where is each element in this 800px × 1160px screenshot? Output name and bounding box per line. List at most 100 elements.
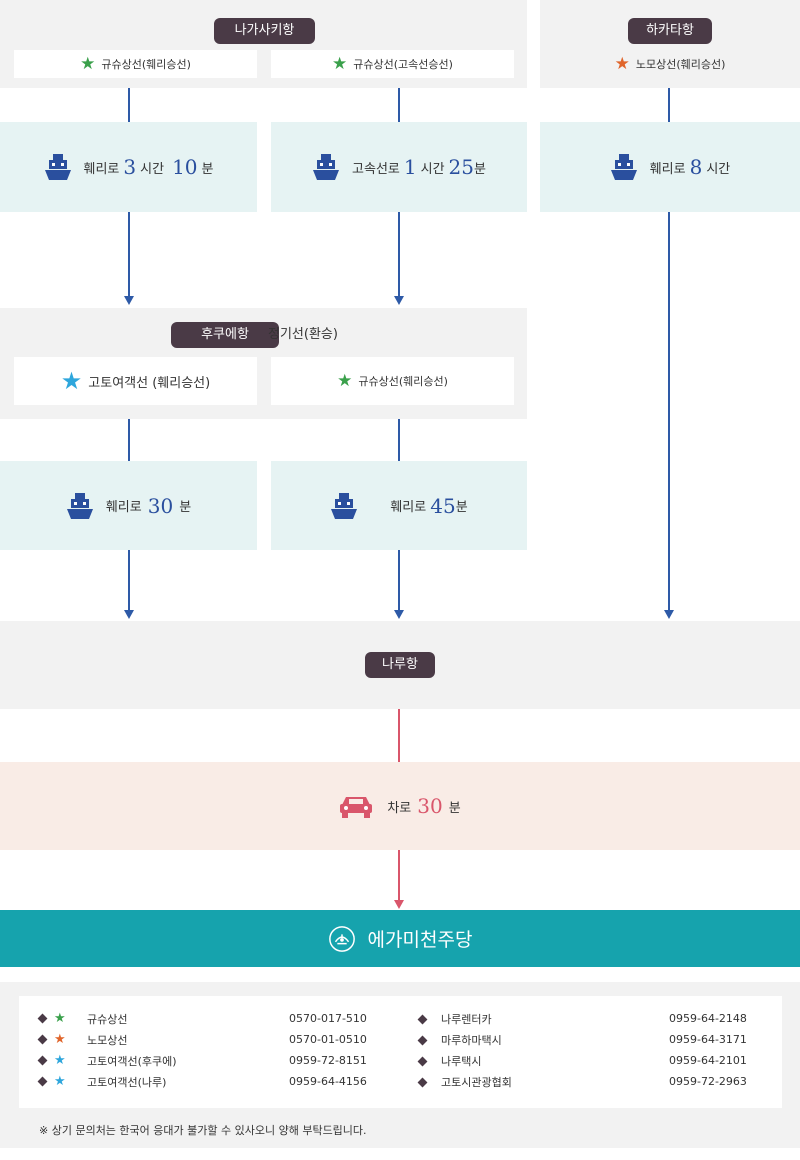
ride-minutes: 25: [448, 155, 474, 179]
route-box-1: [14, 50, 257, 78]
ride-unit: 분: [448, 800, 461, 816]
ride-nagasaki-highspeed: 고속선로 1 시간 25 분: [271, 122, 527, 212]
diamond-icon: [37, 1055, 48, 1066]
route-box-4: [271, 357, 514, 405]
route-label-text: 고토여객선 (훼리승선): [88, 375, 211, 391]
ride-unit: 시간: [140, 161, 165, 177]
star-icon: ★: [54, 1011, 66, 1026]
contact-phone: 0959-64-4156: [289, 1075, 367, 1088]
ride-nagasaki-ferry: 훼리로 3 시간 10 분: [0, 122, 257, 212]
star-icon: ★: [60, 367, 83, 395]
route-box-2: [271, 50, 514, 78]
star-icon: ★: [80, 53, 96, 74]
arrow-down-icon: [394, 900, 404, 909]
diamond-icon: [417, 1077, 428, 1087]
ship-icon: [44, 154, 71, 180]
fukue-transfer-note: 정기선(환승): [268, 327, 338, 342]
hakata-port-badge: 하카타항: [628, 18, 712, 44]
contact-name: 마루하마택시: [441, 1033, 502, 1047]
connector-line: [668, 88, 670, 122]
connector-line: [398, 88, 400, 122]
contact-list-left: ★ 규슈상선 0570-017-510 ★ 노모상선 0570-01-0510 …: [37, 1008, 379, 1092]
route-nomo-ferry: ★ 노모상선(훼리승선): [540, 50, 800, 78]
ride-hakata-ferry: 훼리로 8 시간: [540, 122, 800, 212]
diamond-icon: [417, 1035, 428, 1045]
ride-unit: 분: [201, 161, 214, 177]
ride-hours: 8: [689, 155, 703, 179]
contact-phone: 0959-64-2101: [669, 1054, 747, 1067]
nagasaki-port-badge: 나가사키항: [214, 18, 315, 44]
ride-box-1: [0, 122, 257, 212]
contact-phone: 0959-64-2148: [669, 1012, 747, 1025]
diamond-icon: [417, 1014, 428, 1024]
ride-minutes: 10: [172, 155, 198, 179]
ride-box-2: [271, 122, 527, 212]
ride-unit: 분: [179, 500, 192, 515]
ride-box-4: [0, 461, 257, 550]
contact-phone: 0959-72-8151: [289, 1054, 367, 1067]
ship-icon: [66, 492, 93, 519]
route-box-3: [14, 357, 257, 405]
naru-port-badge: 나루항: [365, 652, 435, 678]
route-label-text: 규슈상선(고속선승선): [353, 58, 453, 71]
connector-line: [398, 709, 400, 762]
ride-unit: 시간: [420, 161, 445, 177]
ride-unit: 분: [455, 500, 468, 515]
ride-goto-ferry: 훼리로 30 분: [0, 461, 257, 550]
ship-icon: [331, 492, 358, 519]
ride-minutes: 30: [417, 794, 443, 818]
ride-unit: 시간: [706, 161, 731, 177]
ride-prefix: 훼리로: [105, 500, 142, 515]
arrow-down-icon: [394, 610, 404, 619]
contact-row: 고토시관광협회 0959-72-2963: [417, 1071, 759, 1092]
contact-phone: 0570-01-0510: [289, 1033, 367, 1046]
ship-icon: [313, 154, 340, 180]
ride-hours: 1: [403, 155, 417, 179]
diamond-icon: [37, 1076, 48, 1087]
diamond-icon: [417, 1056, 428, 1066]
contact-name: 규슈상선: [87, 1012, 128, 1026]
diamond-icon: [37, 1034, 48, 1045]
contact-list-right: 나루렌터카 0959-64-2148 마루하마택시 0959-64-3171 나…: [417, 1008, 759, 1092]
ride-unit: 분: [473, 161, 486, 177]
star-icon: ★: [54, 1074, 66, 1089]
contact-row: ★ 노모상선 0570-01-0510: [37, 1029, 379, 1050]
contact-phone: 0570-017-510: [289, 1012, 367, 1025]
star-icon: ★: [54, 1032, 66, 1047]
route-goto-ferry: ★ 고토여객선 (훼리승선): [14, 357, 257, 405]
destination-name: 에가미천주당: [367, 929, 473, 951]
route-kyushu-highspeed: ★ 규슈상선(고속선승선): [271, 50, 514, 78]
ride-prefix: 차로: [387, 800, 412, 816]
connector-line: [128, 550, 130, 612]
ride-minutes: 45: [430, 493, 456, 518]
contact-row: ★ 규슈상선 0570-017-510: [37, 1008, 379, 1029]
ride-prefix: 훼리로: [390, 500, 427, 515]
connector-line: [398, 850, 400, 902]
ride-kyushu-ferry-2: 훼리로 45 분: [271, 461, 527, 550]
connector-line: [128, 419, 130, 461]
contact-row: 마루하마택시 0959-64-3171: [417, 1029, 759, 1050]
contact-name: 고토여객선(후쿠에): [87, 1054, 177, 1068]
church-emblem-icon: [328, 925, 355, 952]
arrow-down-icon: [124, 296, 134, 305]
ride-prefix: 훼리로: [649, 161, 686, 177]
ride-minutes: 30: [147, 493, 174, 518]
connector-line: [128, 88, 130, 122]
connector-line: [128, 212, 130, 298]
contact-name: 고토시관광협회: [441, 1075, 512, 1089]
contact-phone: 0959-72-2963: [669, 1075, 747, 1088]
arrow-down-icon: [664, 610, 674, 619]
ride-prefix: 고속선로: [352, 161, 400, 177]
destination-banner: 에가미천주당: [0, 910, 800, 967]
arrow-down-icon: [124, 610, 134, 619]
route-kyushu-ferry-2: ★ 규슈상선(훼리승선): [271, 357, 514, 405]
contact-row: 나루택시 0959-64-2101: [417, 1050, 759, 1071]
arrow-down-icon: [394, 296, 404, 305]
star-icon: ★: [614, 53, 630, 74]
route-label-text: 규슈상선(훼리승선): [358, 375, 448, 388]
route-kyushu-ferry-1: ★ 규슈상선(훼리승선): [14, 50, 257, 78]
connector-line: [398, 419, 400, 461]
fukue-port-badge: 후쿠에항: [171, 322, 279, 348]
ride-hours: 3: [123, 155, 137, 179]
contact-footnote: ※ 상기 문의처는 한국어 응대가 불가할 수 있사오니 양해 부탁드립니다.: [39, 1124, 367, 1137]
